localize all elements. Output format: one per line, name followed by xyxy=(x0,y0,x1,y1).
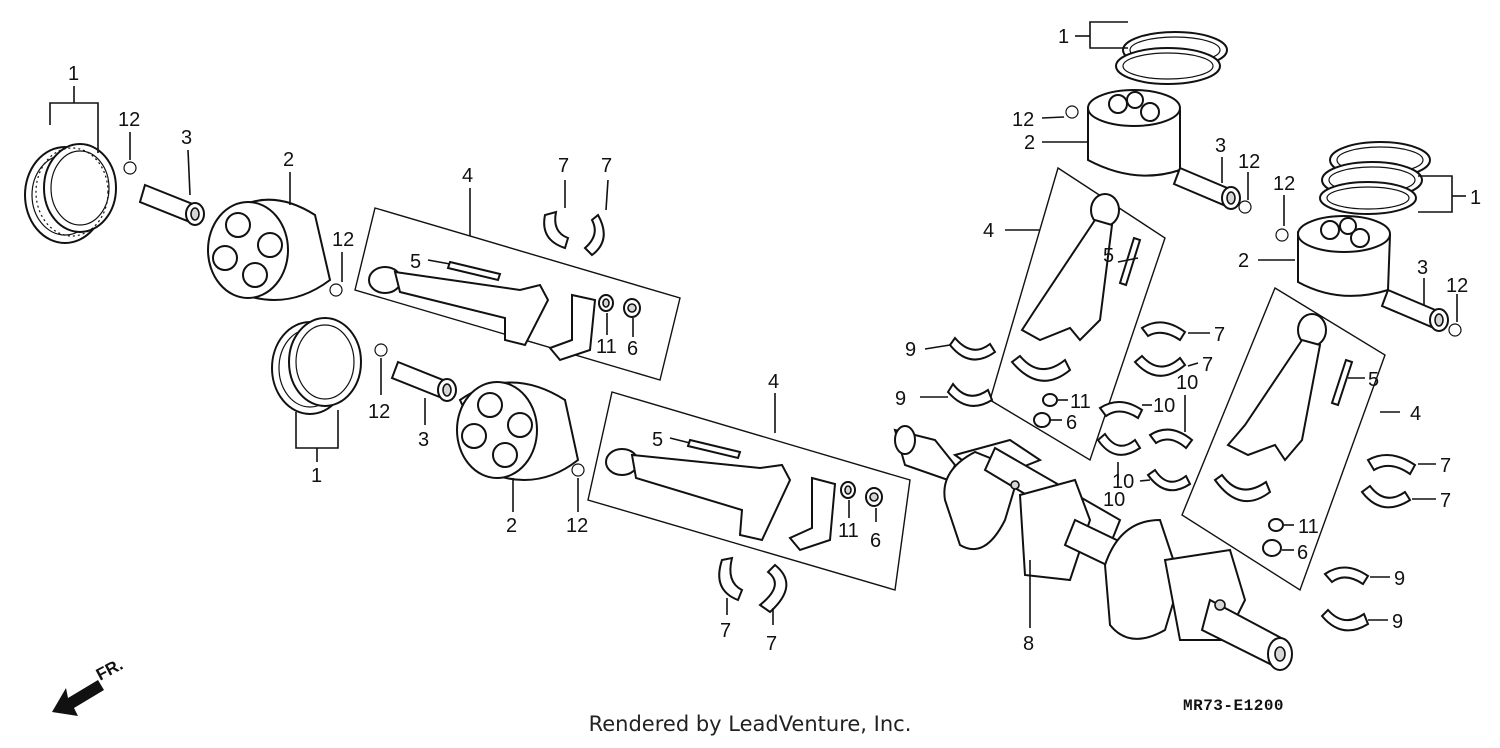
front-direction-arrow-icon xyxy=(52,680,104,716)
piston-pin xyxy=(1380,288,1449,332)
piston-rings xyxy=(1319,141,1431,215)
washer xyxy=(840,481,856,499)
conrod-nut xyxy=(623,298,641,318)
callout-1: 1 xyxy=(1058,26,1069,48)
callout-12: 12 xyxy=(1273,173,1295,195)
connecting-rod xyxy=(1226,313,1327,462)
callout-12: 12 xyxy=(1446,275,1468,297)
callout-10: 10 xyxy=(1112,471,1134,493)
callout-6: 6 xyxy=(1297,542,1308,564)
callout-5: 5 xyxy=(652,429,663,451)
main-bearing xyxy=(1320,566,1370,632)
conrod-bolt xyxy=(446,260,502,282)
callout-4: 4 xyxy=(768,371,779,393)
conrod-cap xyxy=(1010,354,1072,382)
callout-4: 4 xyxy=(1410,403,1421,425)
conrod-nut xyxy=(1033,412,1051,428)
piston xyxy=(1087,89,1181,177)
washer xyxy=(1268,518,1284,532)
callout-11: 11 xyxy=(838,520,859,542)
washer xyxy=(598,294,614,312)
conrod-bolt xyxy=(1330,358,1354,407)
callout-7: 7 xyxy=(766,633,777,655)
callout-2: 2 xyxy=(283,149,294,171)
callout-2: 2 xyxy=(1024,132,1035,154)
diagram-reference-code: MR73-E1200 xyxy=(1183,697,1285,715)
callout-11: 11 xyxy=(1298,516,1319,538)
callout-10: 10 xyxy=(1103,489,1125,511)
piston-rings xyxy=(271,317,362,415)
connecting-rod xyxy=(605,448,792,542)
crankshaft xyxy=(893,425,1293,671)
callout-12: 12 xyxy=(1238,151,1260,173)
callout-9: 9 xyxy=(1394,568,1405,590)
washer xyxy=(1042,393,1058,407)
callout-9: 9 xyxy=(905,339,916,361)
callout-6: 6 xyxy=(870,530,881,552)
callout-5: 5 xyxy=(1368,369,1379,391)
conrod-nut xyxy=(865,487,883,507)
connecting-rod xyxy=(368,266,550,347)
piston xyxy=(1297,215,1392,297)
conrod-cap xyxy=(1213,473,1272,502)
footer-credit: Rendered by LeadVenture, Inc. xyxy=(588,712,912,736)
conrod-bearing xyxy=(1360,454,1417,509)
callout-3: 3 xyxy=(1215,135,1226,157)
callout-10: 10 xyxy=(1176,372,1198,394)
conrod-cap xyxy=(548,293,597,362)
callout-7: 7 xyxy=(558,155,569,177)
callout-12: 12 xyxy=(118,109,140,131)
callout-1: 1 xyxy=(1470,187,1481,209)
main-bearing xyxy=(946,336,997,407)
callout-4: 4 xyxy=(983,220,994,242)
piston xyxy=(456,381,580,481)
callout-12: 12 xyxy=(1012,109,1034,131)
callout-7: 7 xyxy=(1202,354,1213,376)
piston-pin xyxy=(390,360,457,402)
callout-7: 7 xyxy=(1440,490,1451,512)
callout-5: 5 xyxy=(410,251,421,273)
callout-11: 11 xyxy=(596,336,617,358)
callout-12: 12 xyxy=(332,229,354,251)
callout-3: 3 xyxy=(1417,257,1428,279)
piston-rings xyxy=(24,143,117,244)
conrod-bolt xyxy=(1118,236,1142,287)
callout-1: 1 xyxy=(311,465,322,487)
callout-8: 8 xyxy=(1023,633,1034,655)
piston-rings xyxy=(1115,31,1228,85)
piston xyxy=(207,198,332,301)
conrod-nut xyxy=(1262,539,1282,557)
callout-6: 6 xyxy=(627,338,638,360)
conrod-bearing xyxy=(718,556,788,614)
callout-2: 2 xyxy=(1238,250,1249,272)
callout-3: 3 xyxy=(418,429,429,451)
callout-2: 2 xyxy=(506,515,517,537)
callout-7: 7 xyxy=(1440,455,1451,477)
callout-3: 3 xyxy=(181,127,192,149)
conrod-bearing xyxy=(543,210,605,257)
callout-7: 7 xyxy=(601,155,612,177)
callout-5: 5 xyxy=(1103,245,1114,267)
callout-9: 9 xyxy=(895,388,906,410)
callout-4: 4 xyxy=(462,165,473,187)
callout-12: 12 xyxy=(368,401,390,423)
callout-9: 9 xyxy=(1392,611,1403,633)
conrod-bolt xyxy=(686,438,742,460)
callout-12: 12 xyxy=(566,515,588,537)
callout-1: 1 xyxy=(68,63,79,85)
callout-7: 7 xyxy=(1214,324,1225,346)
connecting-rod xyxy=(1020,193,1120,342)
callout-7: 7 xyxy=(720,620,731,642)
callout-6: 6 xyxy=(1066,412,1077,434)
callout-10: 10 xyxy=(1153,395,1175,417)
piston-pin xyxy=(1172,166,1241,210)
piston-pin xyxy=(138,183,205,226)
main-bearing xyxy=(1096,401,1194,492)
conrod-bearing xyxy=(1133,321,1187,377)
callout-11: 11 xyxy=(1070,391,1091,413)
conrod-cap xyxy=(788,476,837,552)
